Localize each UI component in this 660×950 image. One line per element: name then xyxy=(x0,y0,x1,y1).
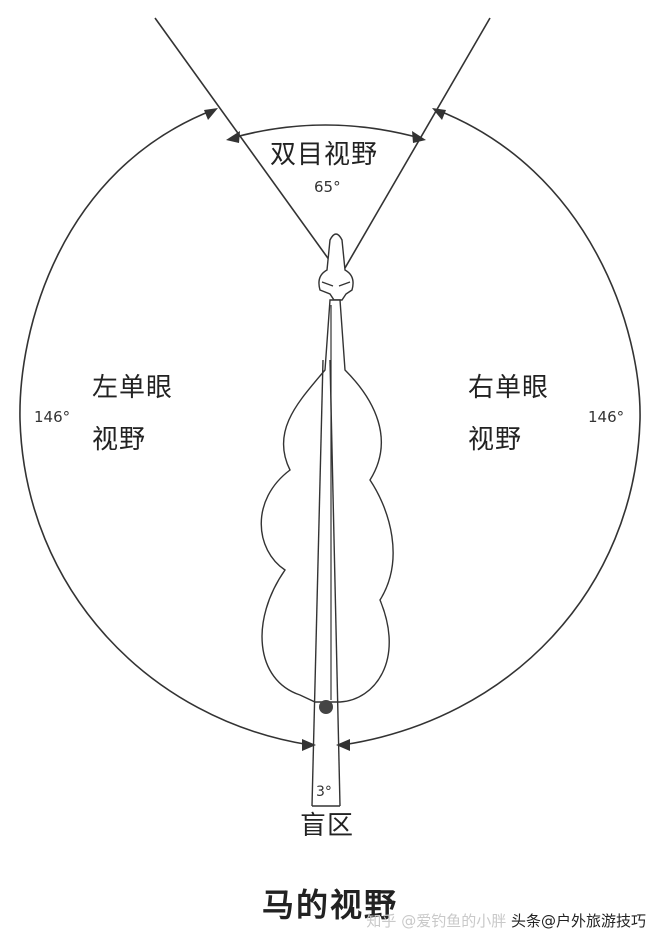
left-monocular-arc xyxy=(19,109,311,746)
left-arrow-top xyxy=(204,108,218,120)
blind-zone-boundary-right xyxy=(329,359,341,807)
right-arrow-top xyxy=(432,108,446,120)
right-monocular-angle: 146° xyxy=(588,408,625,426)
left-monocular-label-line1: 左单眼 xyxy=(92,373,174,403)
binocular-boundary-left xyxy=(154,17,336,269)
right-monocular-label-line2: 视野 xyxy=(468,425,523,455)
blind-zone-label: 盲区 xyxy=(300,811,355,841)
binocular-field-label: 双目视野 xyxy=(270,140,379,170)
watermark-main: 头条@户外旅游技巧 xyxy=(510,912,646,930)
left-monocular-label-line2: 视野 xyxy=(92,425,147,455)
horse-body xyxy=(260,299,394,703)
watermark-faint: 知乎 @爱钓鱼的小胖 xyxy=(366,912,507,930)
binocular-arrow-right xyxy=(412,131,426,143)
left-arrow-bottom xyxy=(302,739,316,751)
blind-zone-boundary-left xyxy=(311,359,324,807)
binocular-arrow-left xyxy=(226,131,240,143)
binocular-angle: 65° xyxy=(314,178,341,196)
diagram-title: 马的视野 xyxy=(261,886,398,924)
binocular-boundary-right xyxy=(344,17,491,269)
left-monocular-angle: 146° xyxy=(34,408,71,426)
watermark: 知乎 @爱钓鱼的小胖 头条@户外旅游技巧 xyxy=(366,910,646,931)
right-arrow-bottom xyxy=(336,739,350,751)
horse-tail-base xyxy=(319,700,333,714)
right-monocular-label-line1: 右单眼 xyxy=(468,373,550,403)
horse-head-ear-left xyxy=(321,281,334,287)
horse-head xyxy=(318,233,354,301)
blind-zone-angle: 3° xyxy=(316,784,332,800)
right-monocular-arc xyxy=(341,109,641,746)
binocular-arc xyxy=(231,124,421,139)
horse-head-ear-right xyxy=(338,281,351,287)
